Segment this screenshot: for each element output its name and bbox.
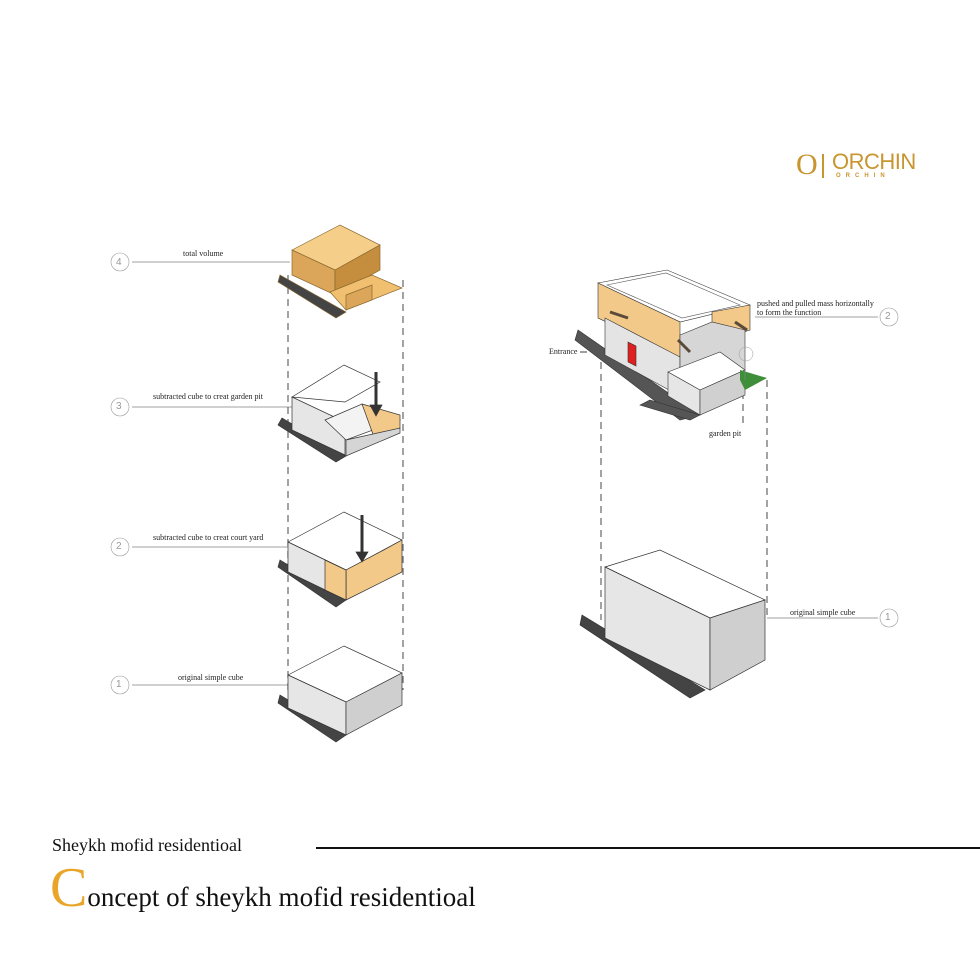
logo-divider: [822, 154, 824, 178]
step-label: subtracted cube to creat garden pit: [153, 392, 263, 401]
project-subtitle: Sheykh mofid residentioal: [52, 835, 242, 855]
step-label: total volume: [183, 249, 224, 258]
step-number: 1: [885, 612, 891, 623]
step-label-line2: to form the function: [757, 308, 822, 317]
entrance-label: Entrance: [549, 347, 578, 356]
logo-mark: O: [796, 148, 818, 181]
cube-step-2: [277, 511, 403, 608]
big-cube-step-1: [579, 549, 766, 699]
logo-subname: ORCHIN: [836, 173, 890, 179]
cube-step-3: [277, 364, 401, 463]
cube-step-1: [277, 645, 403, 743]
page-title: Concept of sheykh mofid residentioal: [50, 860, 476, 916]
step-number: 4: [116, 257, 122, 268]
divider: [316, 847, 980, 849]
step-number: 1: [116, 679, 122, 690]
step-number: 2: [885, 311, 891, 322]
building-step-2: [574, 269, 767, 421]
step-number: 3: [116, 401, 122, 412]
garden-pit-label: garden pit: [709, 429, 742, 438]
step-label-line1: pushed and pulled mass horizontally: [757, 299, 874, 308]
step-label: original simple cube: [790, 608, 856, 617]
step-number: 2: [116, 541, 122, 552]
logo-name: ORCHIN: [832, 149, 916, 174]
title-initial: C: [50, 857, 88, 919]
cube-step-4: [277, 224, 403, 319]
title-rest: oncept of sheykh mofid residentioal: [87, 882, 476, 912]
step-label: original simple cube: [178, 673, 244, 682]
step-label: subtracted cube to creat court yard: [153, 533, 264, 542]
